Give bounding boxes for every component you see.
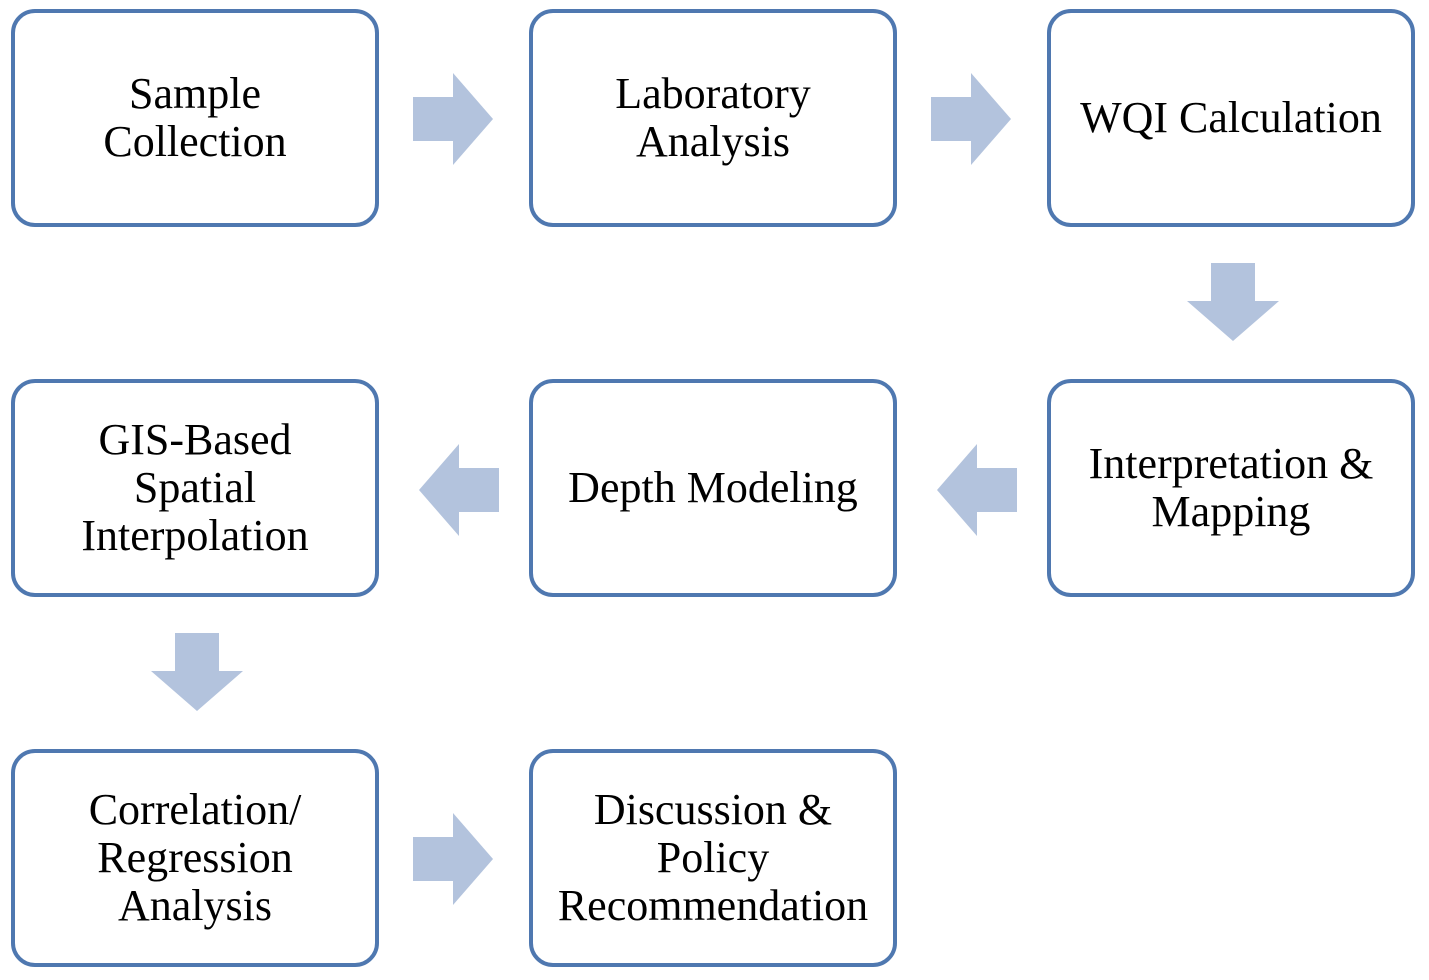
step-laboratory-analysis: Laboratory Analysis: [529, 9, 897, 227]
arrow-right-icon: [931, 73, 1011, 165]
step-label: GIS-Based Spatial Interpolation: [81, 415, 309, 560]
step-label: Sample Collection: [103, 69, 287, 166]
step-label: Laboratory Analysis: [615, 69, 811, 166]
step-wqi-calculation: WQI Calculation: [1047, 9, 1415, 227]
arrow-left-icon: [419, 444, 499, 536]
step-label: WQI Calculation: [1080, 93, 1382, 142]
step-correlation-regression: Correlation/ Regression Analysis: [11, 749, 379, 967]
step-label: Correlation/ Regression Analysis: [88, 785, 302, 930]
arrow-right-icon: [413, 813, 493, 905]
arrow-left-icon: [937, 444, 1017, 536]
step-gis-spatial-interpolation: GIS-Based Spatial Interpolation: [11, 379, 379, 597]
step-label: Interpretation & Mapping: [1088, 439, 1374, 536]
arrow-down-icon: [151, 633, 243, 711]
arrow-right-icon: [413, 73, 493, 165]
step-interpretation-mapping: Interpretation & Mapping: [1047, 379, 1415, 597]
step-depth-modeling: Depth Modeling: [529, 379, 897, 597]
arrow-down-icon: [1187, 263, 1279, 341]
step-sample-collection: Sample Collection: [11, 9, 379, 227]
step-label: Discussion & Policy Recommendation: [557, 785, 869, 930]
step-label: Depth Modeling: [568, 463, 858, 512]
step-discussion-policy: Discussion & Policy Recommendation: [529, 749, 897, 967]
